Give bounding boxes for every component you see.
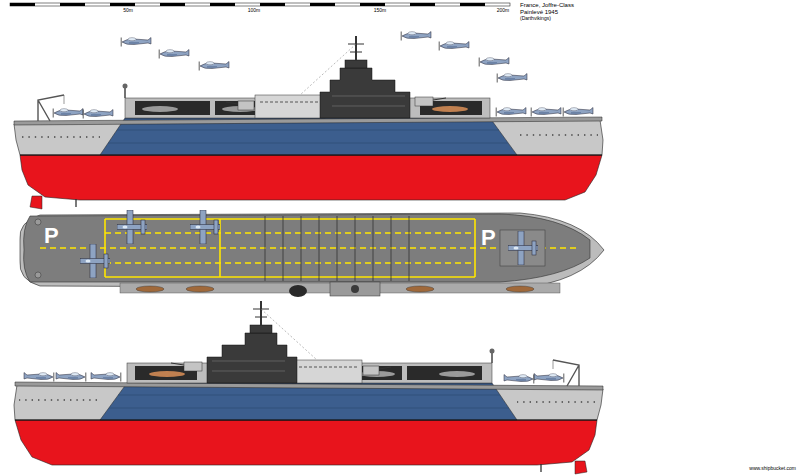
scale-label: 50m — [123, 8, 133, 14]
deck-letter: P — [481, 226, 496, 250]
subtitle-text: Painlevé 1945 — [520, 9, 558, 16]
author-text: (Darthvikings) — [520, 16, 551, 22]
title-text: France, Joffre-Class — [520, 2, 574, 9]
watermark: www.shipbucket.com — [749, 466, 796, 472]
scale-label: 150m — [374, 8, 387, 14]
scale-label: 100m — [248, 8, 261, 14]
deck-letter: P — [44, 224, 59, 248]
scale-label: 200m — [497, 8, 510, 14]
